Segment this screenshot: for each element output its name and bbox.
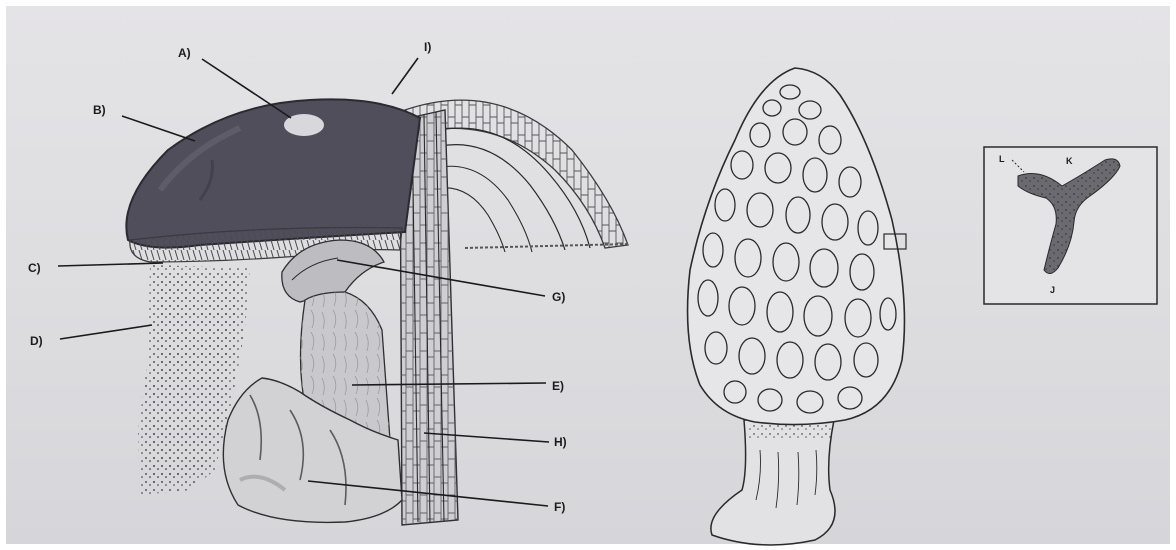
label-d: D) (30, 334, 43, 348)
label-l: L (999, 154, 1005, 164)
label-j: J (1050, 285, 1055, 295)
label-h: H) (554, 435, 567, 449)
morel-illustration (688, 68, 906, 545)
leader-i (392, 58, 418, 94)
leader-d (60, 325, 152, 339)
label-a: A) (178, 46, 191, 60)
label-i: I) (424, 40, 431, 54)
morel-cap (688, 68, 905, 425)
spore-magnification-inset: L K J (984, 147, 1157, 304)
mushroom-cross-section: A) B) C) D) E) F) G) H) I) (28, 40, 628, 525)
label-e: E) (552, 379, 564, 393)
cap (126, 99, 420, 247)
label-b: B) (93, 103, 106, 117)
leader-c (58, 263, 163, 266)
label-g: G) (552, 290, 565, 304)
label-k: K (1066, 156, 1073, 166)
label-c: C) (28, 261, 41, 275)
leader-a (202, 59, 291, 118)
leader-b (122, 116, 195, 141)
label-f: F) (554, 500, 565, 514)
